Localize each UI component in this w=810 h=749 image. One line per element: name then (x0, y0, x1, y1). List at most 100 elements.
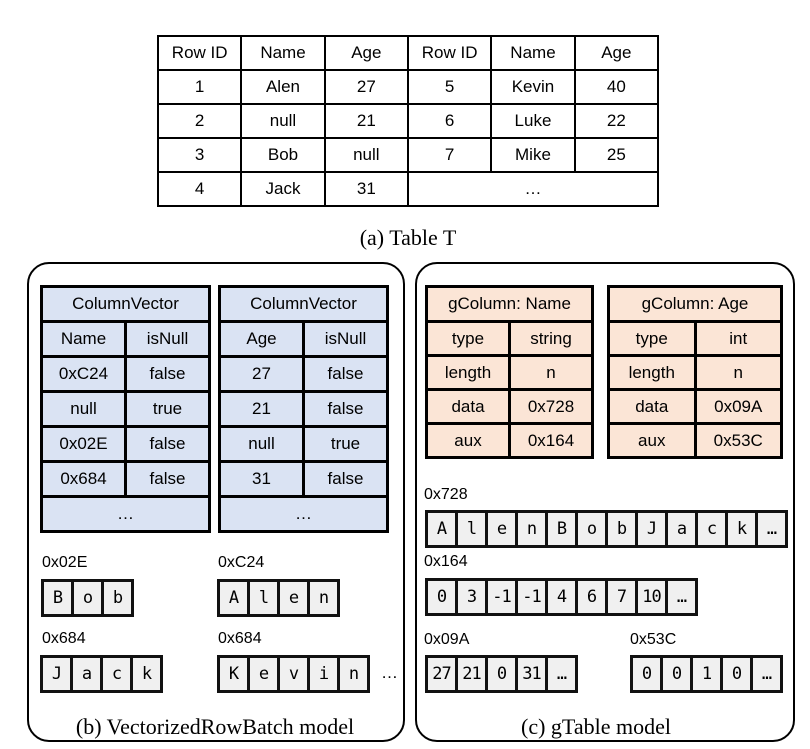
table-cell: 0xC24 (40, 355, 127, 393)
header-cell: Row ID (406, 35, 493, 71)
header-cell: Row ID (156, 35, 243, 71)
byte-cell: 0 (488, 658, 515, 690)
byte-cell: 3 (458, 581, 485, 613)
table-cell: Age (218, 320, 305, 358)
table-cell: 0x728 (508, 388, 594, 425)
byte-cell: c (103, 658, 130, 690)
table-cell: aux (607, 422, 697, 459)
buffer-address: 0x09A (424, 631, 470, 648)
table-cell: false (302, 390, 389, 428)
more-cell: … (40, 495, 211, 533)
table-cell: 7 (406, 137, 493, 173)
table-cell: 4 (156, 171, 243, 207)
table-cell: n (508, 354, 594, 391)
byte-cell: 0 (723, 658, 750, 690)
table-cell: isNull (302, 320, 389, 358)
vectorized-row-batch-panel (27, 262, 405, 742)
table-cell: false (124, 425, 211, 463)
byte-cell: 1 (693, 658, 720, 690)
table-cell: 0x02E (40, 425, 127, 463)
title-row: ColumnVector (40, 285, 211, 323)
byte-cell: 21 (458, 658, 485, 690)
more-row: … (40, 495, 211, 533)
title-row: gColumn: Name (425, 285, 594, 323)
byte-cell: 7 (608, 581, 635, 613)
table-cell: … (406, 171, 660, 207)
buffer-address: 0x164 (424, 553, 468, 570)
byte-cell: b (608, 513, 635, 545)
table-cell: false (124, 355, 211, 393)
caption-table-t: (a) Table T (359, 225, 457, 250)
table-cell: Luke (490, 103, 576, 139)
byte-cell: … (548, 658, 575, 690)
table-cell: Bob (240, 137, 326, 173)
table-cell: null (240, 103, 326, 139)
byte-cell: a (668, 513, 695, 545)
byte-cell: e (280, 582, 307, 614)
table-cell: null (40, 390, 127, 428)
byte-cell: … (753, 658, 780, 690)
table-cell: length (607, 354, 697, 391)
byte-cell: A (428, 513, 455, 545)
table-cell: Kevin (490, 69, 576, 105)
table-cell: 40 (573, 69, 660, 105)
byte-cell: 0 (663, 658, 690, 690)
column-title: ColumnVector (40, 285, 211, 323)
byte-cell: e (488, 513, 515, 545)
byte-cell: 10 (638, 581, 665, 613)
table-cell: type (425, 320, 511, 357)
byte-cell: 27 (428, 658, 455, 690)
column-title: gColumn: Name (425, 285, 594, 323)
table-cell: Mike (490, 137, 576, 173)
buffer-address: 0x728 (424, 486, 468, 503)
byte-cell: 0 (633, 658, 660, 690)
table-cell: true (302, 425, 389, 463)
buffer-address: 0x53C (630, 631, 677, 648)
table-cell: 1 (156, 69, 243, 105)
table-cell: 3 (156, 137, 243, 173)
byte-cell: n (518, 513, 545, 545)
byte-cell: B (44, 582, 71, 614)
table-cell: 22 (573, 103, 660, 139)
table-cell: 6 (406, 103, 493, 139)
buffer-address: 0xC24 (218, 554, 265, 571)
header-cell: Name (490, 35, 576, 71)
more-row: … (218, 495, 389, 533)
column-title: gColumn: Age (607, 285, 783, 323)
header-cell: Age (573, 35, 660, 71)
byte-cell: 4 (548, 581, 575, 613)
byte-cell: -1 (518, 581, 545, 613)
table-cell: null (218, 425, 305, 463)
byte-cell: v (280, 658, 307, 690)
byte-cell: b (104, 582, 131, 614)
table-cell: 2 (156, 103, 243, 139)
byte-cell: i (310, 658, 337, 690)
table-cell: length (425, 354, 511, 391)
byte-cell: o (74, 582, 101, 614)
byte-cell: k (728, 513, 755, 545)
ellipsis: … (381, 663, 398, 682)
byte-cell: c (698, 513, 725, 545)
buffer-address: 0x684 (218, 630, 262, 647)
byte-cell: J (43, 658, 70, 690)
